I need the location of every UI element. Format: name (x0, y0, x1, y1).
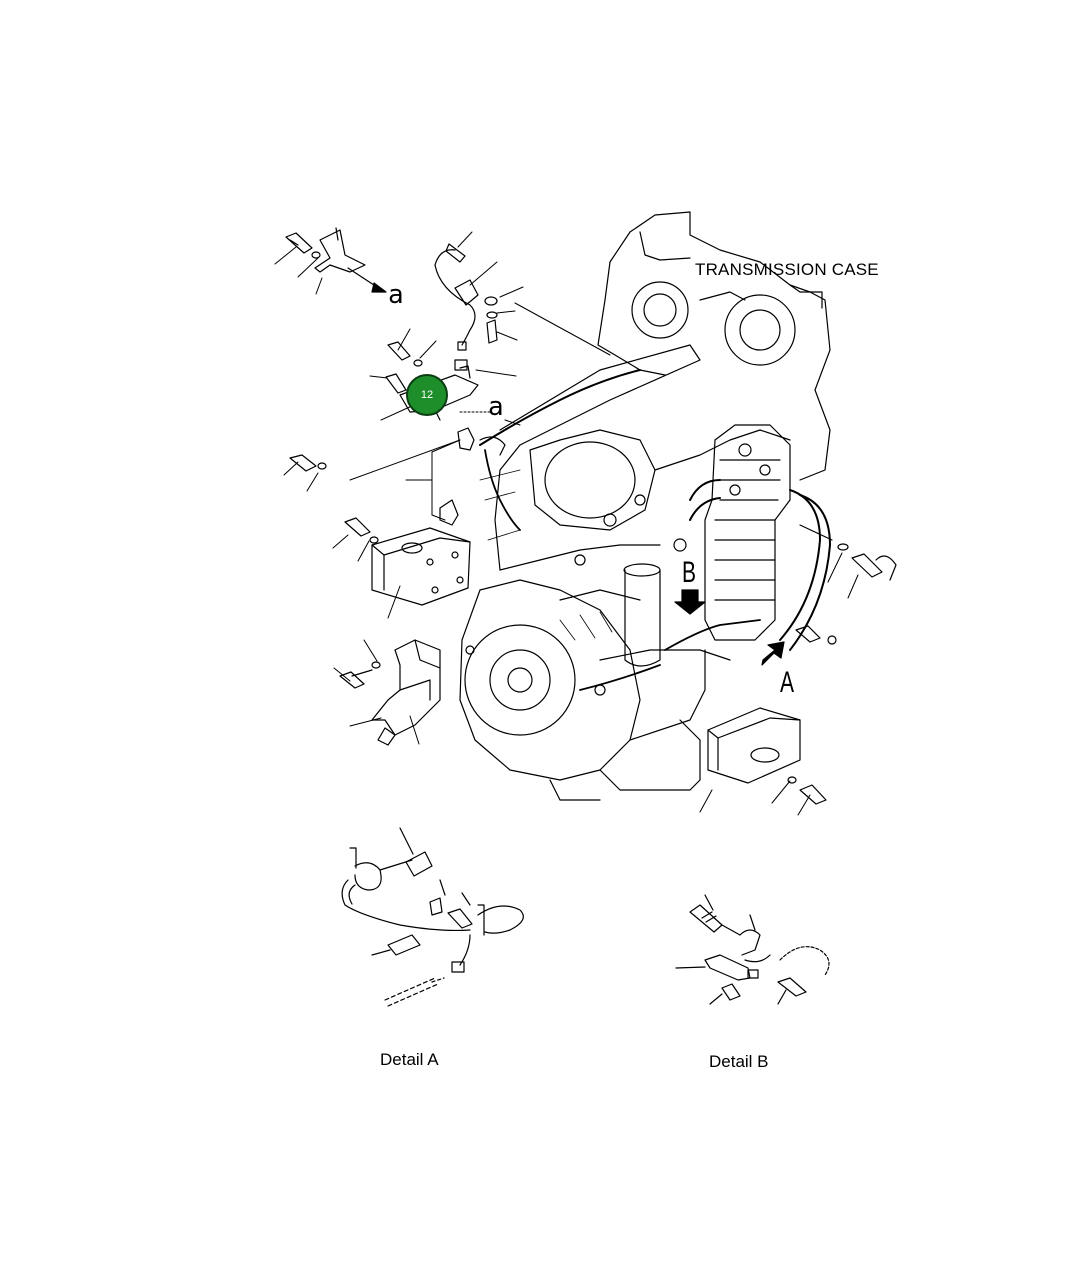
detail-a-caption: Detail A (380, 1050, 439, 1069)
view-arrows (674, 589, 785, 666)
upper-clamps (289, 427, 506, 526)
view-b-label: B (682, 556, 697, 589)
sensor-and-clamp-upper (434, 243, 498, 351)
wire-harness (479, 369, 761, 691)
left-lower-bracket (339, 639, 441, 746)
left-engine-mount (344, 517, 471, 606)
right-engine-mount (707, 707, 827, 805)
upper-left-bracket-parts (285, 227, 387, 293)
detail-a-drawing (341, 827, 524, 1007)
transmission-case-outline (459, 211, 831, 801)
reference-letter-a-middle: a (488, 392, 504, 422)
reference-letter-a-upper: a (388, 280, 404, 310)
view-a-label: A (780, 666, 795, 699)
right-sensor (795, 524, 897, 645)
callout-number: 12 (420, 389, 434, 401)
detail-b-caption: Detail B (709, 1052, 769, 1071)
detail-b-drawing (675, 894, 830, 1005)
leader-lines (274, 231, 859, 816)
callout-marker-12[interactable]: 12 (406, 374, 448, 416)
transmission-case-label: TRANSMISSION CASE (695, 260, 879, 279)
